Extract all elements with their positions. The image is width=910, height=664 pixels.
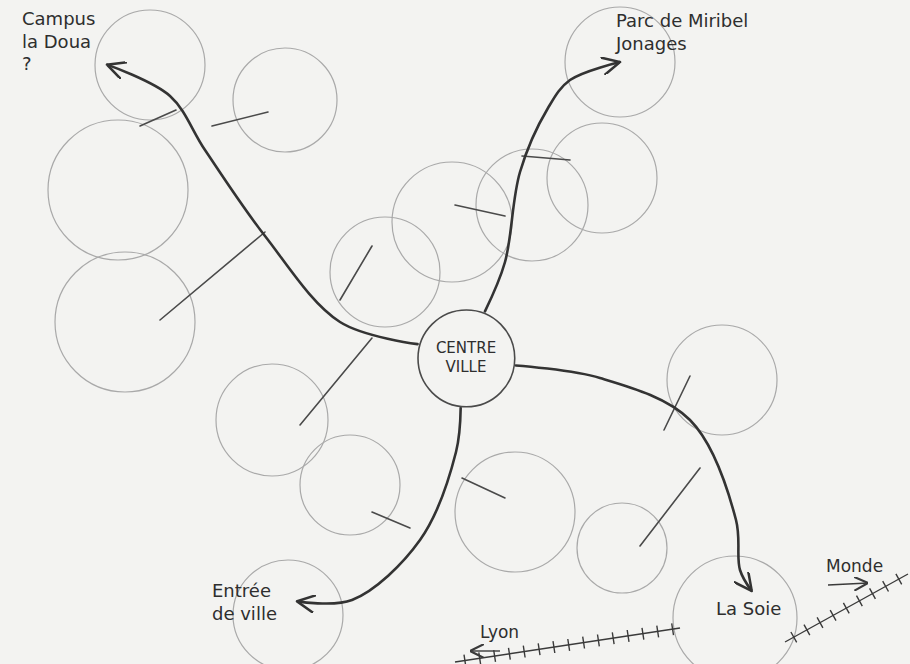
district-circle (392, 162, 512, 282)
side-street (300, 338, 372, 425)
side-street (160, 232, 265, 320)
district-circle (216, 364, 328, 476)
railway-ticks (791, 574, 902, 643)
destination-label: Campus la Doua ? (18, 4, 104, 80)
road-arrow (107, 65, 418, 345)
district-circle (233, 48, 337, 152)
district-circle (300, 435, 400, 535)
road-arrow (485, 62, 620, 311)
side-street (640, 468, 700, 546)
district-circle (55, 252, 195, 392)
centre-text: CENTRE VILLE (425, 339, 508, 377)
district-circle (476, 149, 588, 261)
district-circle (455, 452, 575, 572)
railway-line (785, 574, 908, 642)
centre-circle: CENTRE VILLE (417, 309, 516, 408)
place-name: La Soie (716, 598, 808, 621)
destination-label: La Soie (712, 594, 812, 625)
side-street (522, 156, 570, 160)
side-street (140, 110, 176, 126)
district-circle (577, 503, 667, 593)
side-street (212, 112, 268, 126)
district-circles (48, 7, 797, 664)
railway (455, 574, 908, 664)
destination-label: Entrée de ville (208, 576, 294, 629)
direction-label: Lyon (480, 622, 519, 642)
district-circle (667, 325, 777, 435)
place-name: Parc de Miribel Jonages (616, 10, 788, 55)
road-arrow (297, 408, 461, 603)
side-street (340, 246, 372, 300)
side-streets (140, 110, 700, 546)
side-street (455, 205, 505, 216)
side-street (462, 478, 505, 498)
destination-label: Parc de Miribel Jonages (612, 6, 792, 59)
direction-arrow (470, 650, 500, 651)
circle-outline (418, 310, 515, 407)
district-circle (330, 217, 440, 327)
direction-arrow (828, 583, 868, 585)
district-circle (547, 123, 657, 233)
direction-label: Monde (826, 556, 883, 576)
road-arrow (516, 365, 752, 591)
place-name: Entrée de ville (212, 580, 290, 625)
district-circle (48, 120, 188, 260)
side-street (372, 512, 410, 528)
place-name: Campus la Doua ? (22, 8, 100, 76)
